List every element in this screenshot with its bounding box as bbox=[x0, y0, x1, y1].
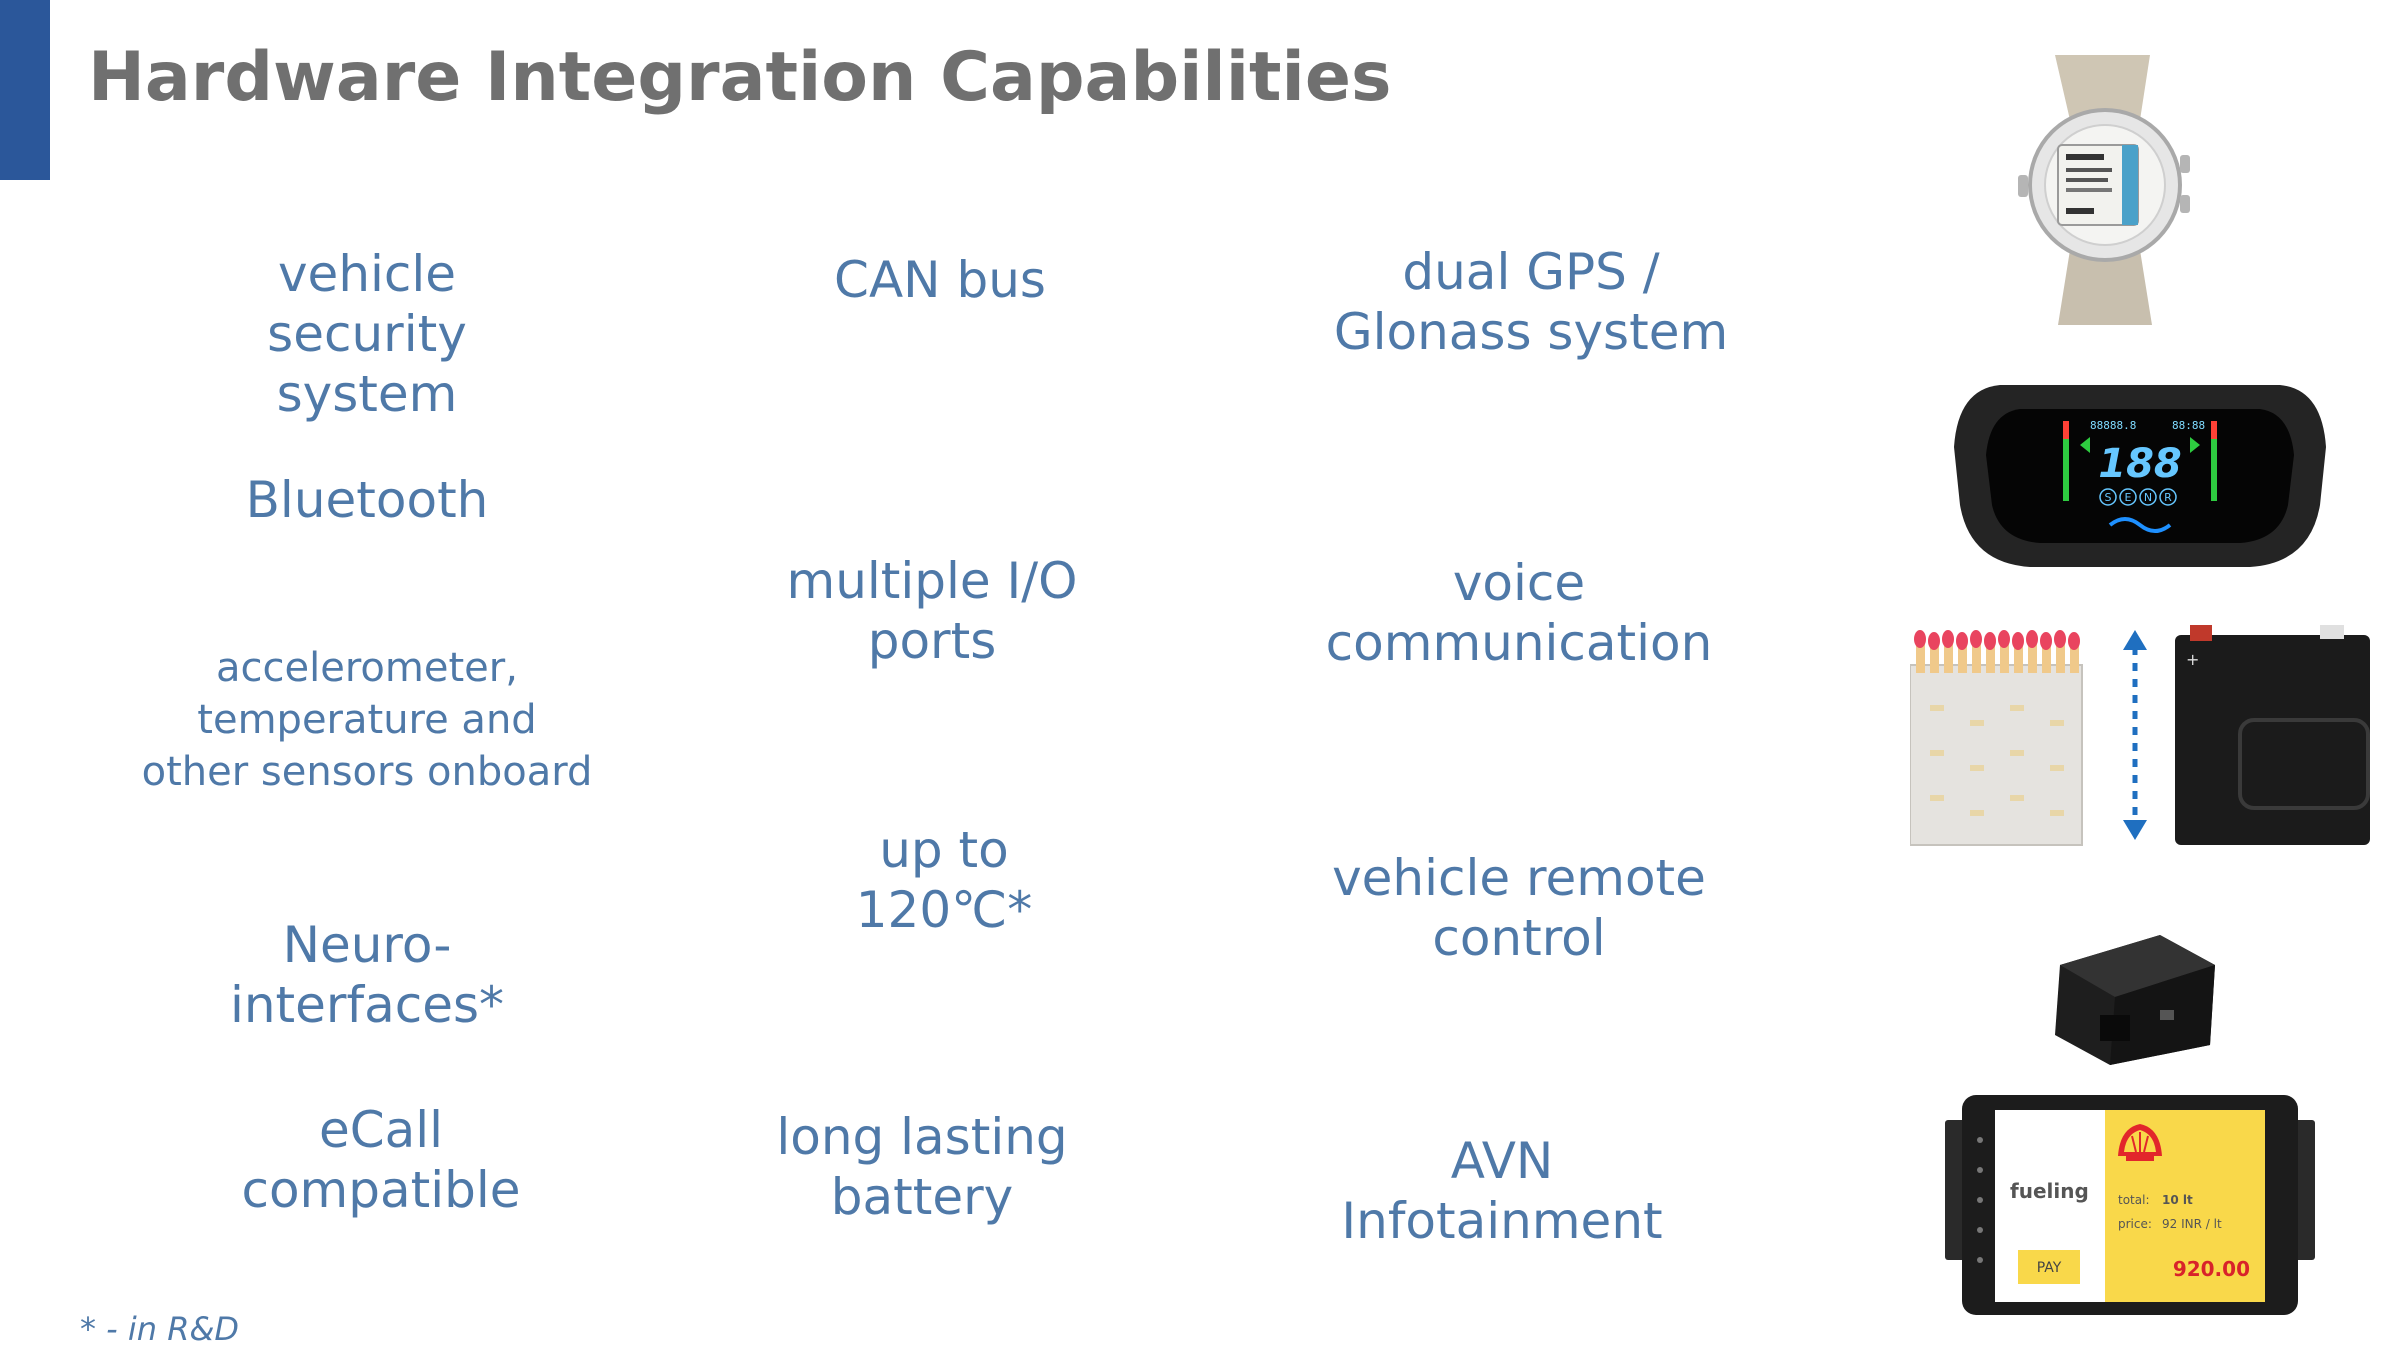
dashboard-gear-n: N bbox=[2144, 491, 2152, 504]
capability-bluetooth: Bluetooth bbox=[245, 471, 489, 529]
page-title: Hardware Integration Capabilities bbox=[88, 38, 1392, 117]
capability-dual-gps: dual GPS /Glonass system bbox=[1333, 243, 1729, 361]
smartwatch-icon bbox=[2018, 55, 2190, 325]
dashboard-gear-s: S bbox=[2105, 491, 2112, 504]
dashboard-speed: 188 bbox=[2098, 441, 2182, 487]
infotainment-amount: 920.00 bbox=[2173, 1257, 2250, 1281]
dashboard-left-readout: 88888.8 bbox=[2090, 419, 2136, 432]
infotainment-total-value: 10 lt bbox=[2162, 1193, 2193, 1207]
title-accent-bar bbox=[0, 0, 50, 180]
capability-neuro-interfaces: Neuro-interfaces* bbox=[229, 916, 505, 1034]
dashboard-gear-e: E bbox=[2125, 491, 2132, 504]
dashboard-gear-r: R bbox=[2164, 491, 2172, 504]
dashboard-right-readout: 88:88 bbox=[2172, 419, 2205, 432]
dashboard-display-icon: 88888.8 88:88 188 S E N R bbox=[1954, 385, 2326, 567]
size-comparison-icon: + bbox=[1910, 625, 2370, 846]
infotainment-head-unit-icon: fueling total: 10 lt price: 92 INR / lt … bbox=[1945, 1095, 2315, 1315]
capability-can-bus: CAN bus bbox=[834, 251, 1046, 309]
infotainment-price-value: 92 INR / lt bbox=[2162, 1217, 2222, 1231]
infotainment-price-label: price: bbox=[2118, 1217, 2152, 1231]
obd-tracker-icon bbox=[2055, 935, 2215, 1065]
footnote: * - in R&D bbox=[80, 1310, 240, 1348]
infotainment-fueling-label: fueling bbox=[2010, 1179, 2089, 1203]
svg-text:+: + bbox=[2186, 650, 2199, 669]
infotainment-pay-button: PAY bbox=[2037, 1260, 2062, 1276]
infotainment-total-label: total: bbox=[2118, 1193, 2149, 1207]
